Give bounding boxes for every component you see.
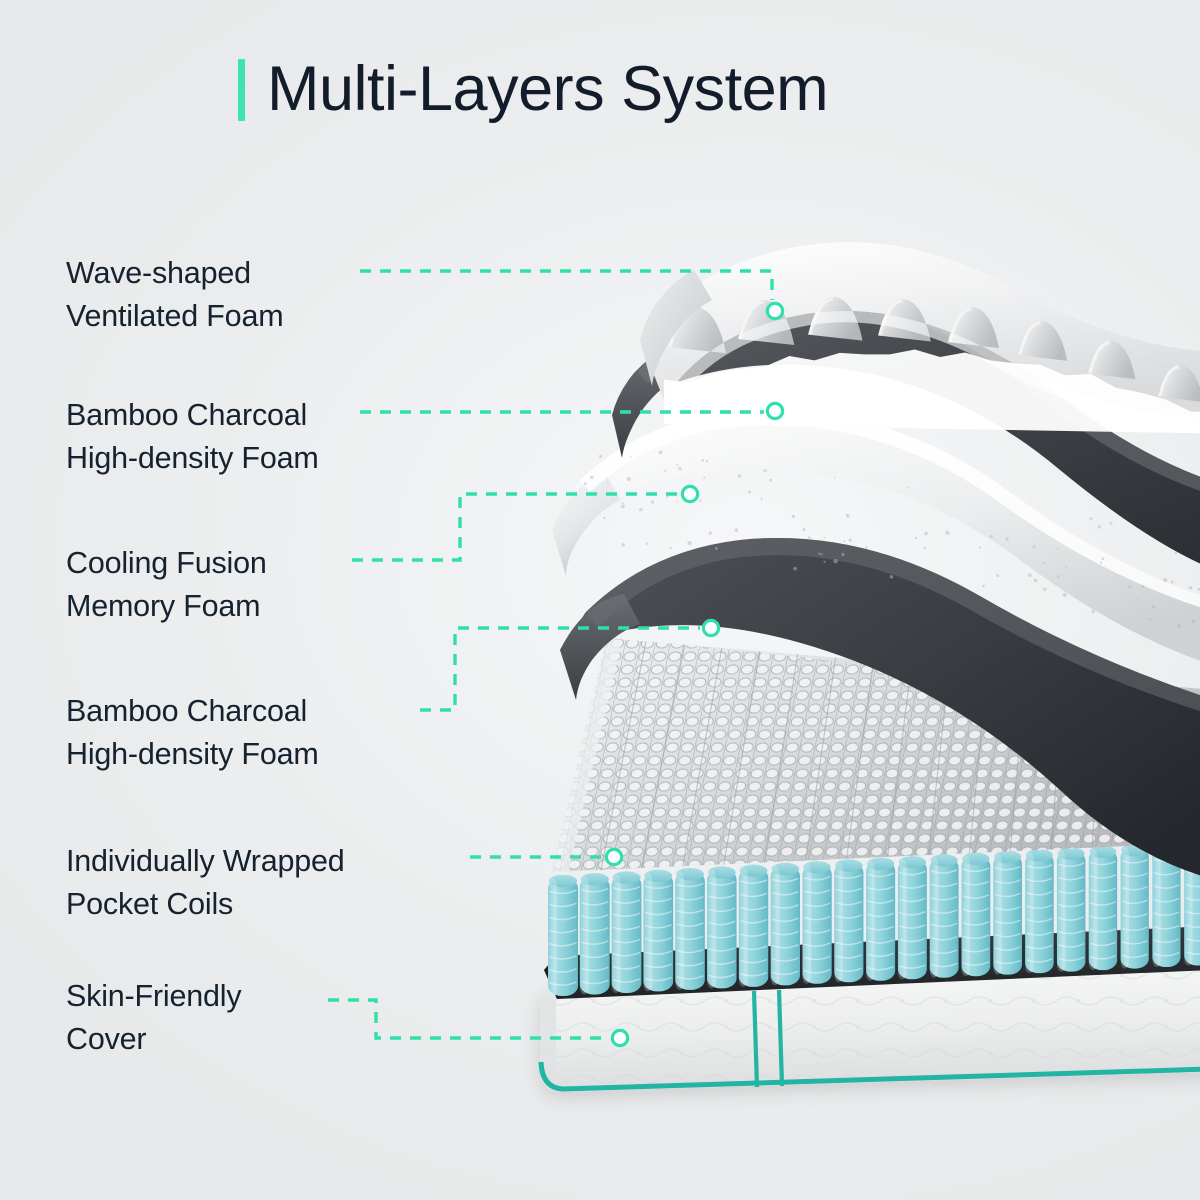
layer-individually-wrapped-pocket-coils (548, 840, 1200, 996)
pocket-coil (579, 873, 610, 995)
pocket-coil (1120, 843, 1149, 969)
pocket-coil (1056, 847, 1086, 972)
pocket-coil (1088, 845, 1118, 971)
label-skin-friendly-cover: Skin-Friendly Cover (66, 979, 242, 1057)
layer-skin-friendly-cover (538, 966, 1200, 1092)
page-title: Multi-Layers System (238, 54, 829, 124)
pocket-coil (1025, 849, 1054, 974)
title-text: Multi-Layers System (267, 54, 829, 124)
pocket-coil (897, 855, 927, 980)
pocket-coil (834, 859, 864, 983)
pocket-coil (707, 866, 737, 989)
label-cooling-fusion-memory-foam: Cooling Fusion Memory Foam (66, 546, 267, 624)
title-accent-bar (238, 58, 245, 121)
pocket-coil (675, 867, 705, 990)
pocket-coil (802, 861, 832, 984)
pocket-coil (961, 852, 991, 977)
pocket-coil (548, 874, 578, 996)
layer-wave-shaped-ventilated-foam (640, 242, 1200, 434)
pocket-coil (738, 864, 769, 987)
pocket-coil (929, 854, 959, 978)
pocket-coil (866, 857, 896, 981)
pocket-coil (611, 871, 642, 993)
label-individually-wrapped-pocket-coils: Individually Wrapped Pocket Coils (66, 844, 345, 922)
label-bamboo-charcoal-high-density-foam-bottom: Bamboo Charcoal High-density Foam (66, 694, 319, 772)
label-bamboo-charcoal-high-density-foam-top: Bamboo Charcoal High-density Foam (66, 398, 319, 476)
pocket-coil (770, 862, 800, 986)
pocket-coil (993, 850, 1022, 975)
pocket-coil (1184, 840, 1200, 966)
pocket-coil (1152, 842, 1181, 968)
label-wave-shaped-ventilated-foam: Wave-shaped Ventilated Foam (66, 256, 284, 334)
pocket-coil (643, 869, 674, 992)
